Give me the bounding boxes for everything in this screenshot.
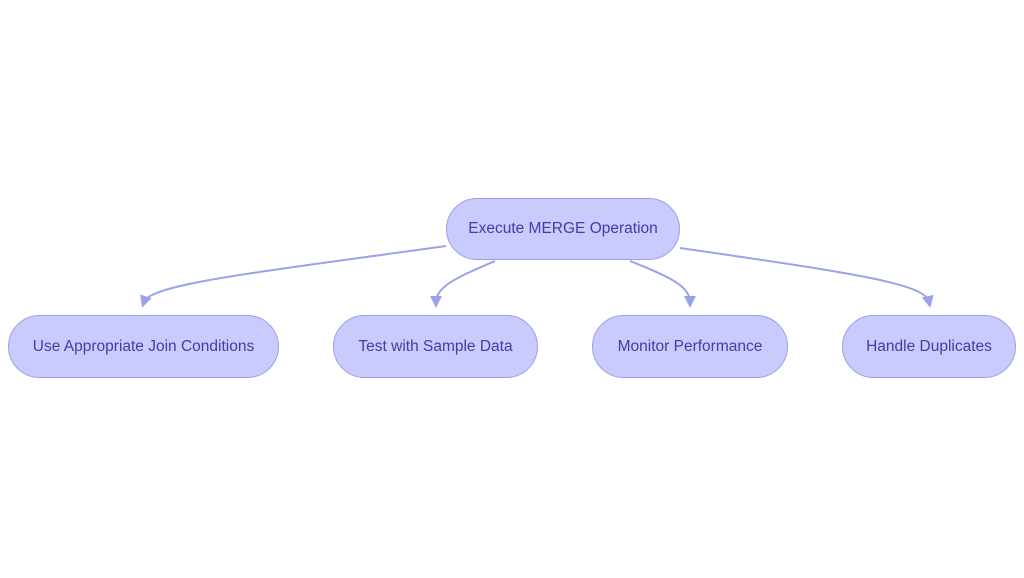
node-execute-merge-operation[interactable]: Execute MERGE Operation xyxy=(446,198,680,260)
node-test-with-sample-data[interactable]: Test with Sample Data xyxy=(333,315,538,378)
node-monitor-performance[interactable]: Monitor Performance xyxy=(592,315,788,378)
edge-root-to-sample-data xyxy=(430,260,496,308)
node-label: Test with Sample Data xyxy=(358,337,513,355)
edge-root-to-handle-duplicates xyxy=(679,247,934,308)
node-label: Monitor Performance xyxy=(617,337,763,355)
node-label: Handle Duplicates xyxy=(866,337,992,355)
edge-root-to-monitor-performance xyxy=(629,260,696,308)
edge-root-to-join-conditions xyxy=(140,245,447,308)
node-label: Execute MERGE Operation xyxy=(468,220,658,237)
node-use-appropriate-join-conditions[interactable]: Use Appropriate Join Conditions xyxy=(8,315,279,378)
node-handle-duplicates[interactable]: Handle Duplicates xyxy=(842,315,1016,378)
node-label: Use Appropriate Join Conditions xyxy=(32,337,255,355)
